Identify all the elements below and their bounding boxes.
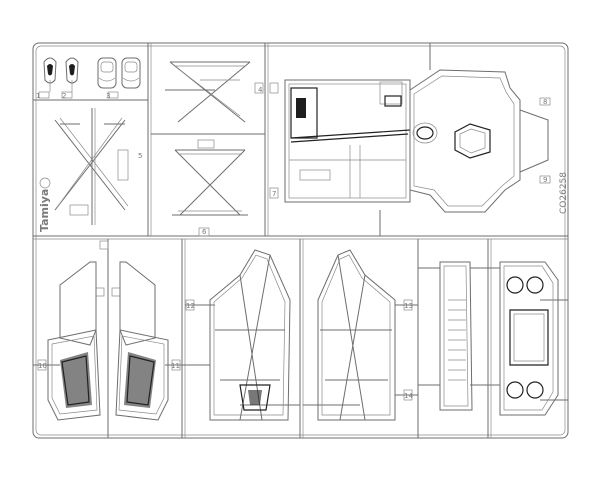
part-number-5: 5: [138, 152, 142, 160]
part-number-10: 10: [38, 362, 47, 370]
part-number-9: 9: [543, 176, 547, 184]
part-number-4: 4: [258, 86, 263, 94]
part-grille-strip: [439, 261, 473, 411]
part-number-13: 13: [404, 302, 413, 310]
part-interior-tub: [284, 79, 411, 203]
part-number-8: 8: [543, 98, 547, 106]
part-number-1: 1: [36, 92, 40, 100]
part-number-11: 11: [171, 362, 180, 370]
part-door-panel-left: [47, 261, 101, 421]
part-number-2: 2: [62, 92, 66, 100]
part-number-3: 3: [106, 92, 110, 100]
part-front-bumper: [499, 261, 559, 416]
part-seat-left: [97, 57, 117, 89]
runner-grid: [33, 43, 568, 438]
brand-mark-text: Tamiya: [38, 189, 51, 232]
part-folding-stand-bottom: [172, 139, 248, 216]
part-folding-stand-top: [165, 61, 251, 123]
gate-stubs: [37, 82, 551, 401]
grille-slats: [448, 299, 466, 381]
side-code-text: CO26258: [559, 172, 569, 214]
sprue-side-code: CO26258: [559, 172, 569, 214]
part-seat-right: [121, 57, 141, 89]
brand-mark: Tamiya: [38, 189, 51, 232]
part-x-brace-left: [54, 108, 129, 225]
part-number-labels: 1 2 3 4 5 6 7 8 9 10 11 12 13 14: [36, 86, 547, 400]
part-small-mirror-right: [65, 57, 79, 92]
sprue-id-circle: [39, 177, 51, 189]
part-number-14: 14: [404, 392, 413, 400]
part-number-12: 12: [186, 302, 195, 310]
part-number-6: 6: [202, 228, 207, 236]
part-roll-cage-right: [317, 249, 396, 421]
part-door-panel-right: [115, 261, 169, 421]
part-front-clip: [409, 69, 549, 213]
part-roll-cage-left: [209, 249, 291, 421]
part-small-mirror-left: [43, 57, 57, 92]
part-number-7: 7: [272, 190, 276, 198]
